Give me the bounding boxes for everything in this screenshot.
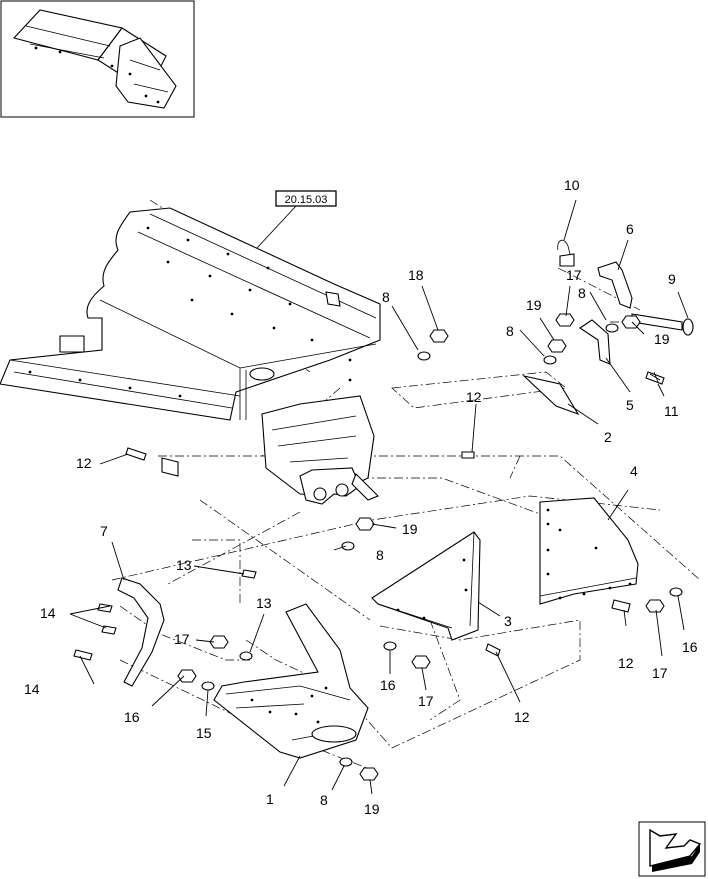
- reference-box[interactable]: 20.15.03: [275, 190, 337, 207]
- callout-5: 5: [626, 397, 634, 413]
- leader-lines: [69, 199, 689, 795]
- part-4-plate: [539, 497, 639, 605]
- reference-box-label: 20.15.03: [285, 194, 328, 206]
- callout-9: 9: [668, 271, 676, 287]
- part-7-strap: [117, 577, 165, 687]
- callout-19e: 19: [364, 801, 380, 817]
- callout-8a: 8: [382, 289, 390, 305]
- assembly-thumbnail[interactable]: [0, 0, 195, 118]
- callout-13b: 13: [256, 595, 272, 611]
- callout-18: 17: [566, 267, 582, 283]
- callout-19d: 19: [402, 521, 418, 537]
- callout-7: 7: [100, 523, 108, 539]
- callout-14b: 14: [40, 605, 56, 621]
- part-18-nut: [555, 313, 575, 327]
- callout-17b: 17: [174, 631, 190, 647]
- part-8-washer: [339, 323, 619, 767]
- part-15-bolt: [73, 649, 93, 661]
- callout-12a: 12: [76, 455, 92, 471]
- part-10-clip: [557, 239, 575, 267]
- callout-2: 2: [604, 429, 612, 445]
- callout-17a: 16: [124, 709, 140, 725]
- callout-4: 4: [630, 463, 638, 479]
- callout-8c: 8: [578, 285, 586, 301]
- callouts: 1 2 3 4 5 6 7 8 8 8 8 8 9 10 11 12 12 12…: [24, 177, 698, 817]
- part-9-pin: [631, 313, 694, 336]
- callout-11: 11: [664, 403, 679, 419]
- part-11-bolt: [645, 371, 665, 385]
- frame-assembly: [0, 207, 381, 505]
- callout-1: 1: [266, 791, 274, 807]
- part-2-plate: [522, 375, 580, 416]
- callout-19a: 18: [408, 267, 424, 283]
- part-17-nut: [177, 599, 665, 683]
- callout-8d: 8: [376, 547, 384, 563]
- callout-8b: 8: [506, 323, 514, 339]
- callout-12c: 12: [618, 655, 634, 671]
- callout-17d: 17: [652, 665, 668, 681]
- callout-16a: 15: [196, 725, 212, 741]
- previous-page-arrow-icon[interactable]: [638, 821, 706, 877]
- callout-6: 6: [626, 221, 634, 237]
- part-1-shield: [213, 603, 369, 759]
- part-3-gusset: [371, 531, 481, 641]
- callout-14a: 13: [176, 557, 192, 573]
- part-5-bracket: [579, 319, 611, 365]
- callout-16b: 16: [380, 677, 396, 693]
- callout-3: 3: [504, 613, 512, 629]
- callout-10: 10: [564, 177, 580, 193]
- callout-15: 14: [24, 681, 40, 697]
- callout-12b: 12: [514, 709, 530, 725]
- callout-19b: 19: [526, 297, 542, 313]
- part-6-hook: [597, 261, 633, 309]
- part-19-nut: [355, 315, 641, 781]
- callout-17c: 17: [418, 693, 434, 709]
- callout-8e: 8: [320, 792, 328, 808]
- callout-19c: 19: [654, 331, 670, 347]
- callout-13a: 12: [466, 389, 482, 405]
- callout-16c: 16: [682, 639, 698, 655]
- part-13-washer: [239, 651, 253, 661]
